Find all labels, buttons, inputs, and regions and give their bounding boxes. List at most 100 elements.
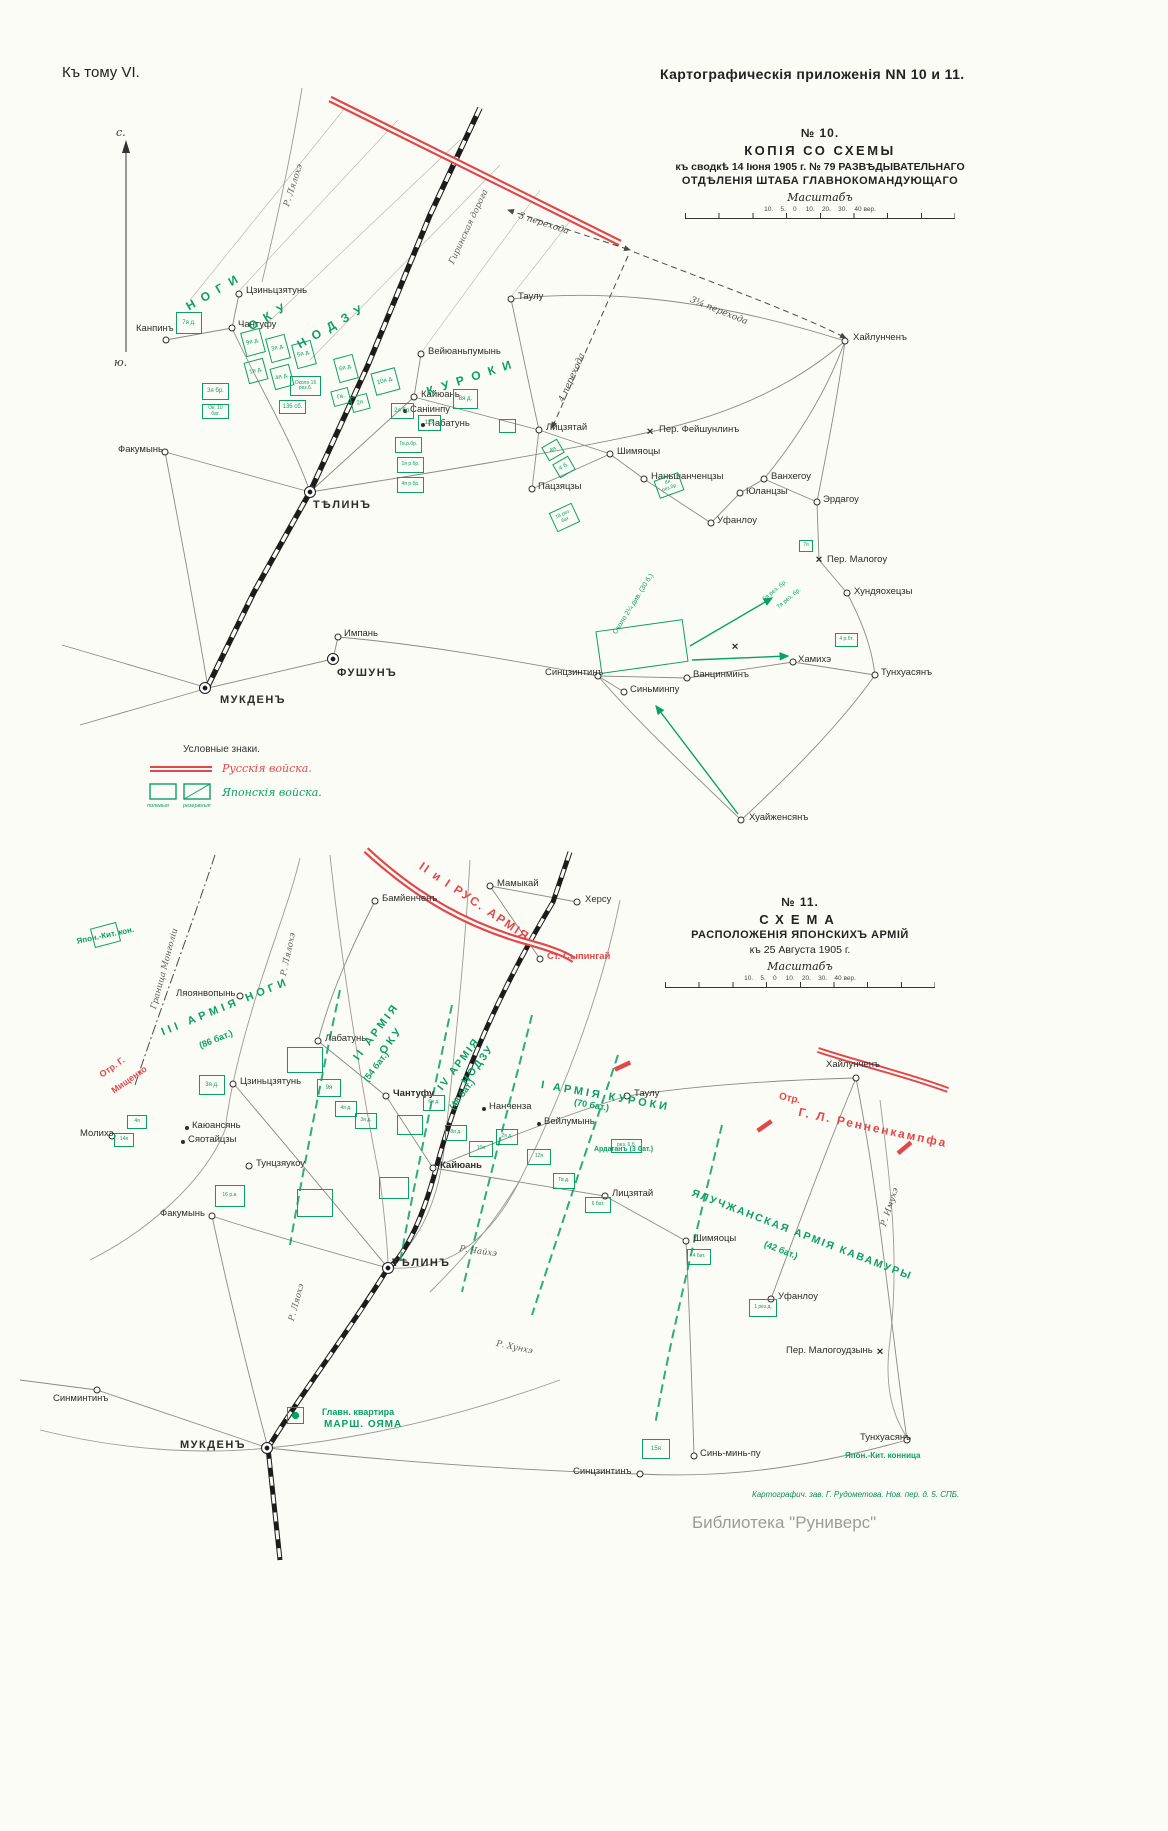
library-watermark: Библиотека "Руниверс" [692,1513,877,1532]
place-label-map10: Пацзяцзы [538,481,582,492]
place-label-map10: Саніинпу [410,404,451,415]
place-marker [482,1107,486,1111]
japanese-unit-box: 1я р.бр. [397,457,424,473]
japanese-unit-box: Гв.д. [553,1173,575,1189]
place-marker [813,498,821,506]
japanese-unit-box [287,1047,323,1073]
place-label-map10: Факумынь [118,444,163,455]
railway-map10 [205,106,483,688]
place-label-map11: Синь-минь-пу [700,1448,761,1459]
japanese-unit-box: 3я д. [355,1113,377,1129]
place-marker [536,955,544,963]
place-label-map11: Чантуфу [393,1088,435,1099]
japanese-unit-box: 12я [527,1149,551,1165]
place-marker [528,485,536,493]
place-marker [229,1080,237,1088]
place-label-map11: Уфанлоу [778,1291,818,1302]
japanese-unit-box [297,1189,333,1217]
place-label-map10: Ванхегоу [771,471,811,482]
place-label-map10: Таулу [518,291,544,302]
compass-south-label: ю. [114,356,128,369]
place-marker: ✕ [646,426,654,437]
railway-map11 [265,851,573,1561]
place-label-map11: Бамйенченъ [382,893,438,904]
place-marker [507,295,515,303]
place-marker [185,1126,189,1130]
city-marker [304,486,316,498]
place-marker [334,633,342,641]
place-label-map11: Кайюань [440,1160,483,1171]
place-marker [601,1192,609,1200]
japanese-unit-box: Ок. 10 бат. [202,404,229,419]
japanese-unit-box [499,419,516,433]
map11-subtitle: РАСПОЛОЖЕНІЯ ЯПОНСКИХЪ АРМІЙ [691,929,909,941]
place-marker [871,671,879,679]
place-marker: ✕ [876,1346,884,1357]
place-marker [371,897,379,905]
place-label-map11: Каюансянь [192,1120,241,1131]
place-label-map10: ФУШУНЪ [337,667,398,679]
place-marker [410,393,418,401]
japanese-unit-box: 3я д. [199,1075,225,1095]
place-label-map11: Таулу [634,1088,660,1099]
place-label-map10: Лицзятай [546,422,588,433]
japanese-unit-box: 8я д. [453,389,478,409]
map10-title: КОПІЯ СО СХЕМЫ [744,143,896,158]
japanese-unit-box: 1 рез.д. [749,1299,777,1317]
place-label-map10: Пер. Фейшунлинъ [659,424,740,435]
japanese-unit-box: 6 бат. [585,1197,611,1213]
place-label-map11: Нанченза [489,1101,532,1112]
japanese-unit-box: 12я [418,415,441,431]
place-label-map10: МУКДЕНЪ [220,694,286,706]
japanese-unit-box: 16 р.в. [215,1185,245,1207]
place-label-map10: ТѢЛИНЪ [313,499,372,511]
legend-japanese-label: Японскія войска. [222,786,322,799]
map11-graphics [19,847,950,1561]
japanese-unit-box: 15я [642,1439,670,1459]
map11-title: СХЕМА [759,912,841,927]
place-marker [737,816,745,824]
japanese-unit-box: 14я [114,1133,134,1147]
place-label-map11: Тунцзяукоу [256,1158,306,1169]
legend-title: Условные знаки. [183,744,260,755]
legend-russian-label: Русскія войска. [222,762,312,775]
place-label-map11: Факумынь [160,1208,205,1219]
rivers-map11 [39,854,909,1452]
place-marker [228,324,236,332]
map11-scale-bar [665,982,935,988]
place-marker [421,423,425,427]
place-label-map11: Синминтинъ [53,1393,109,1404]
place-marker [623,1092,631,1100]
place-label-map11: Мамыкай [497,878,539,889]
place-marker [903,1436,911,1444]
place-marker [707,519,715,527]
place-marker [161,448,169,456]
japanese-unit-box: 4я д. [335,1101,357,1117]
place-marker [606,450,614,458]
place-marker [636,1470,644,1478]
map10-subtitle: къ сводкѣ 14 Іюня 1905 г. № 79 РАЗВѢДЫВА… [675,161,965,173]
place-label-map10: Хундяохецзы [854,586,913,597]
map10-graphics [61,87,876,821]
publisher-credit: Картографич. зав. Г. Рудометова. Нов. пе… [752,1490,960,1499]
legend-reserve-label: резервныя [183,803,211,809]
place-label-map10: Ванцинминъ [693,669,749,680]
city-marker [261,1442,273,1454]
place-label-map10: Хайлунченъ [853,332,907,343]
japanese-army-label: Главн. квартира [322,1407,395,1417]
place-marker [594,672,602,680]
map10-header: № 10. КОПІЯ СО СХЕМЫ къ сводкѣ 14 Іюня 1… [655,126,985,219]
place-label-map11: Вейлумынь [544,1116,595,1127]
place-marker [417,350,425,358]
place-marker [382,1092,390,1100]
japanese-unit-box: 10я [469,1141,493,1157]
place-label-map10: Тунхуасянъ [881,667,933,678]
place-marker [537,1122,541,1126]
place-marker [314,1037,322,1045]
place-marker [789,658,797,666]
place-label-map10: Хамихэ [798,654,832,665]
place-label-map11: Лицзятай [612,1188,654,1199]
place-marker: ✕ [731,641,739,652]
japanese-unit-box: 3я бр. [202,383,229,400]
